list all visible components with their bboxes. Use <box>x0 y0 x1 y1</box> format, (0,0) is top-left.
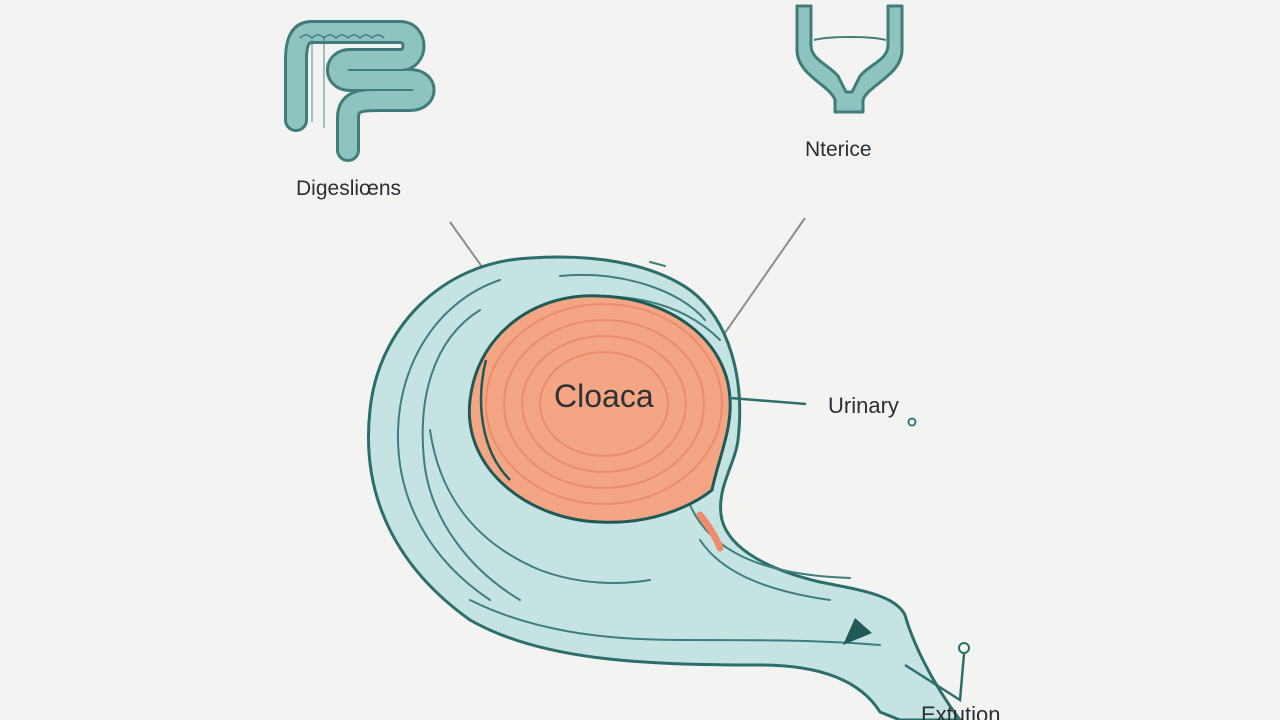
exit-connector <box>904 653 966 703</box>
urinary-label: Urinary <box>828 393 899 418</box>
bladder-funnel-icon <box>795 4 904 114</box>
urinary-end-dot <box>907 417 917 427</box>
cloaca-chamber <box>467 294 732 524</box>
leader-line-top <box>719 217 806 341</box>
exit-end-dot <box>958 642 970 654</box>
urinary-connector <box>729 396 807 406</box>
connector-lines <box>729 396 966 703</box>
exit-label: Extution <box>921 702 1001 720</box>
top-organ-label: Nterice <box>805 138 872 161</box>
intestine-icon <box>284 20 436 162</box>
cloaca-label: Cloaca <box>554 378 654 414</box>
digestion-label: Digesliœns <box>296 177 402 200</box>
flow-arrow-icon <box>843 618 872 645</box>
